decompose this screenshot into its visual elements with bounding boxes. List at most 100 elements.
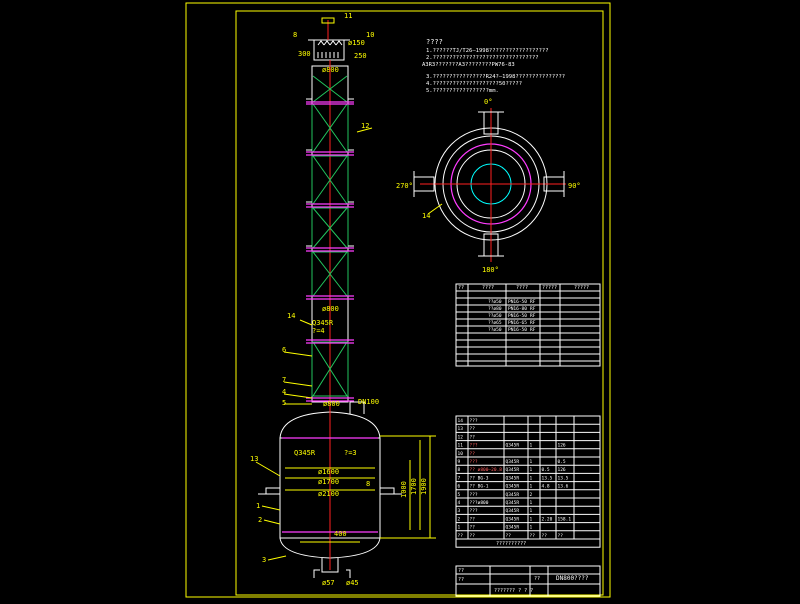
part-number: 14	[287, 312, 295, 320]
bom-cell: ???	[470, 508, 478, 514]
bom-footer-cell: ??	[506, 533, 512, 539]
title-row-label: ??	[458, 568, 464, 574]
vessel-side-dim: 8	[366, 480, 370, 488]
bottom-dim: 400	[334, 530, 347, 538]
part-number: 13	[250, 455, 258, 463]
bom-cell: 12	[458, 434, 464, 440]
table-cell: RF	[530, 313, 536, 319]
bom-footer-note: ??????????	[496, 541, 526, 547]
table-cell: PN16-80	[508, 306, 527, 312]
column-thickness: ?=4	[312, 327, 325, 335]
part-number: 7	[282, 376, 286, 384]
bom-cell: 126	[558, 443, 566, 449]
drawing-title: DN800????	[556, 575, 589, 582]
scale-row: ??????? ? ? ?	[494, 588, 533, 594]
part-number: 10	[366, 31, 374, 39]
column-diameter-label: ø800	[323, 400, 340, 408]
bom-cell: 13.5	[542, 475, 553, 481]
part-number: 6	[282, 346, 286, 354]
bom-cell: ?? BG-3	[470, 475, 489, 481]
bom-cell: 2	[458, 516, 461, 522]
title-block: ?? ?? ?? DN800???? ??????? ? ? ?	[455, 565, 601, 597]
title-row-label: ??	[458, 577, 464, 583]
title-label-a: ??	[534, 576, 540, 582]
bom-cell: 9	[458, 459, 461, 465]
table-cell: ??ø50	[488, 313, 502, 319]
table-cell: RF	[530, 320, 536, 326]
table-header: ?????	[574, 285, 589, 291]
bom-cell: ??	[470, 451, 476, 457]
nozzle-table: ?? ???? ???? ????? ????? ??ø50 PN16-50 R…	[455, 283, 601, 367]
bom-cell: 1	[530, 508, 533, 514]
bom-footer-cell: ??	[530, 533, 536, 539]
table-cell: RF	[530, 327, 536, 333]
part-number: 11	[344, 12, 352, 20]
bom-cell: Q345R	[506, 467, 520, 473]
vessel-height-dim: 1000	[400, 481, 408, 498]
bom-cell: 1	[530, 475, 533, 481]
bom-cell: ???	[470, 443, 478, 449]
bom-cell: 7	[458, 475, 461, 481]
bom-cell: 2	[530, 492, 533, 498]
top-side-dim: 250	[354, 52, 367, 60]
part-number: 4	[282, 388, 286, 396]
top-height-dim: 300	[298, 50, 311, 58]
bom-cell: ??	[470, 434, 476, 440]
bom-cell: Q345R	[506, 475, 520, 481]
bom-cell: 1	[530, 525, 533, 531]
bom-cell: ??	[470, 426, 476, 432]
notes-title: ????	[426, 38, 443, 46]
part-number: 5	[282, 399, 286, 407]
part-number: 1	[256, 502, 260, 510]
note-line: 3.????????????????R24?—1998?????????????…	[426, 74, 565, 80]
angle-label-bottom: 180°	[482, 266, 499, 274]
table-cell: PN16-50	[508, 299, 527, 305]
vessel-diameter: ø1600	[318, 468, 339, 476]
bom-cell: ??	[470, 516, 476, 522]
column-elevation: 11 ø150 300 250 8 10 ø800	[282, 12, 374, 410]
part-number: 8	[293, 31, 297, 39]
table-cell: ??ø50	[488, 299, 502, 305]
column-material: Q345R	[312, 319, 334, 327]
note-line: 2.????????????????????????????????	[426, 55, 539, 61]
bom-cell: 1	[530, 500, 533, 506]
bom-cell: 8	[458, 467, 461, 473]
note-line: A3R3???????A3????????PW76-83	[422, 62, 515, 68]
technical-notes: ???? 1.??????TJ/T26—1998????????????????…	[422, 38, 565, 94]
table-cell: RF	[530, 299, 536, 305]
bom-cell: 0.5	[558, 459, 566, 465]
bom-cell: Q345R	[506, 516, 520, 522]
bom-cell: ???	[470, 459, 478, 465]
angle-label-top: 0°	[484, 98, 492, 106]
bom-cell: 10	[458, 451, 464, 457]
angle-label-right: 90°	[568, 182, 581, 190]
plan-view: 0° 90° 180° 270° 14	[396, 98, 581, 274]
table-cell: PN16-50	[508, 313, 527, 319]
bom-cell: ???	[470, 418, 478, 424]
bom-footer-cell: ??	[558, 533, 564, 539]
bom-cell: Q345R	[506, 525, 520, 531]
table-cell: RF	[530, 306, 536, 312]
bom-footer-cell: ??	[458, 533, 464, 539]
bom-cell: ?? ø800—20.8	[470, 467, 503, 473]
bom-cell: 126	[558, 467, 566, 473]
vessel-elevation: DN100 Q345R ?=3 ø1600 ø1700 ø2100 8 1900…	[250, 398, 436, 587]
bom-cell: Q345R	[506, 508, 520, 514]
bom-cell: 13.5	[558, 475, 569, 481]
vessel-thickness: ?=3	[344, 449, 357, 457]
bom-cell: 4.8	[542, 484, 550, 490]
table-header: ????	[482, 285, 494, 291]
bom-footer-cell: ??	[542, 533, 548, 539]
bom-cell: 1	[530, 484, 533, 490]
bom-cell: 6	[458, 484, 461, 490]
bom-cell: 14	[458, 418, 464, 424]
drawing-outer-frame	[185, 2, 611, 598]
bom-cell: 1	[530, 467, 533, 473]
bom-cell: 0.5	[542, 467, 550, 473]
bottom-nozzle-label: ø45	[346, 579, 359, 587]
note-line: 5.?????????????????mm.	[426, 88, 499, 94]
bom-cell: 1	[530, 459, 533, 465]
